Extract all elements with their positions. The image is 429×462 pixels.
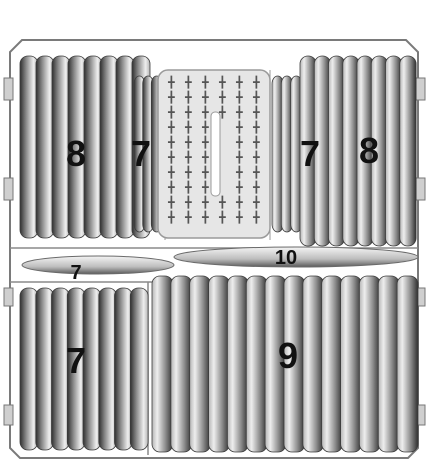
plate-shape: [20, 288, 38, 450]
plate-shape: [209, 276, 230, 452]
plate-shape: [152, 276, 173, 452]
count-upper-left: 8: [66, 133, 86, 174]
plate-shape: [246, 276, 267, 452]
basket-slot-glyph: ╋: [235, 135, 243, 149]
plate-shape: [171, 276, 192, 452]
basket-slot-glyph: ╋: [252, 195, 260, 209]
plate-shape: [115, 288, 133, 450]
plate-shape: [322, 276, 343, 452]
basket-slot-glyph: ╋: [167, 210, 175, 224]
plate-shape: [400, 56, 416, 246]
count-upper-right: 8: [359, 130, 379, 171]
basket-slot-glyph: ╋: [252, 105, 260, 119]
plate-shape: [130, 288, 148, 450]
basket-slot-glyph: ╋: [235, 180, 243, 194]
basket-slot-glyph: ╋: [201, 105, 209, 119]
basket-slot-glyph: ╋: [252, 135, 260, 149]
plate-shape: [329, 56, 345, 246]
basket-slot-glyph: ╋: [218, 90, 226, 104]
basket-slot-glyph: ╋: [167, 105, 175, 119]
count-platters: 10: [275, 247, 297, 269]
basket-slot-glyph: ╋: [201, 180, 209, 194]
plate-shape: [36, 56, 54, 238]
basket-slot-glyph: ╋: [167, 165, 175, 179]
basket-slot-glyph: ╋: [201, 135, 209, 149]
count-upper-left-inner: 7: [131, 133, 151, 174]
basket-slot-glyph: ╋: [252, 150, 260, 164]
basket-slot-glyph: ╋: [252, 210, 260, 224]
plate-shape: [36, 288, 54, 450]
basket-slot-glyph: ╋: [184, 75, 192, 89]
basket-slot-glyph: ╋: [201, 195, 209, 209]
basket-slot-glyph: ╋: [218, 210, 226, 224]
basket-slot-glyph: ╋: [201, 90, 209, 104]
basket-slot-glyph: ╋: [235, 105, 243, 119]
basket-slot-glyph: ╋: [252, 180, 260, 194]
basket-slot-glyph: ╋: [235, 195, 243, 209]
basket-slot-glyph: ╋: [235, 210, 243, 224]
basket-slot-glyph: ╋: [184, 120, 192, 134]
plate-shape: [100, 56, 118, 238]
basket-slot-glyph: ╋: [235, 165, 243, 179]
cutlery-basket-icon: ╋╋╋╋╋╋╋╋╋╋╋╋╋╋╋╋╋╋╋╋╋╋╋╋╋╋╋╋╋╋╋╋╋╋╋╋╋╋╋╋…: [158, 70, 270, 238]
plate-shape: [397, 276, 418, 452]
basket-slot-glyph: ╋: [167, 75, 175, 89]
basket-slot-glyph: ╋: [167, 195, 175, 209]
basket-slot-glyph: ╋: [184, 105, 192, 119]
plate-shape: [227, 276, 248, 452]
plate-shape: [20, 56, 38, 238]
basket-slot-glyph: ╋: [201, 210, 209, 224]
basket-slot-glyph: ╋: [201, 150, 209, 164]
basket-slot-glyph: ╋: [218, 195, 226, 209]
basket-slot-glyph: ╋: [252, 90, 260, 104]
basket-slot-glyph: ╋: [167, 135, 175, 149]
basket-slot-glyph: ╋: [235, 120, 243, 134]
upper-right-inner-plate-group: [272, 76, 302, 232]
basket-slot-glyph: ╋: [167, 180, 175, 194]
plate-shape: [386, 56, 402, 246]
basket-slot-glyph: ╋: [201, 75, 209, 89]
saucer-shape: [22, 256, 174, 274]
plate-shape: [341, 276, 362, 452]
basket-slot-glyph: ╋: [201, 120, 209, 134]
basket-slot-glyph: ╋: [252, 120, 260, 134]
basket-slot-glyph: ╋: [235, 150, 243, 164]
basket-slot-glyph: ╋: [184, 195, 192, 209]
plate-shape: [99, 288, 117, 450]
basket-slot-glyph: ╋: [167, 90, 175, 104]
basket-slot-glyph: ╋: [167, 120, 175, 134]
basket-slot-glyph: ╋: [235, 75, 243, 89]
basket-slot-glyph: ╋: [184, 150, 192, 164]
plate-shape: [303, 276, 324, 452]
basket-slot-glyph: ╋: [252, 165, 260, 179]
basket-slot-glyph: ╋: [201, 165, 209, 179]
plate-shape: [84, 56, 102, 238]
basket-slot-glyph: ╋: [184, 90, 192, 104]
basket-slot-glyph: ╋: [184, 135, 192, 149]
basket-slot-glyph: ╋: [184, 165, 192, 179]
basket-slot-glyph: ╋: [218, 75, 226, 89]
plate-shape: [359, 276, 380, 452]
plate-shape: [378, 276, 399, 452]
count-upper-right-inner: 7: [300, 133, 320, 174]
plate-shape: [190, 276, 211, 452]
basket-slot-glyph: ╋: [184, 180, 192, 194]
count-left-saucers: 7: [70, 262, 81, 284]
basket-slot-glyph: ╋: [184, 210, 192, 224]
basket-slot-glyph: ╋: [167, 150, 175, 164]
count-lower-left: 7: [66, 340, 86, 381]
basket-slot-glyph: ╋: [235, 90, 243, 104]
basket-slot-glyph: ╋: [218, 105, 226, 119]
basket-slot-glyph: ╋: [252, 75, 260, 89]
count-lower-right: 9: [278, 335, 298, 376]
